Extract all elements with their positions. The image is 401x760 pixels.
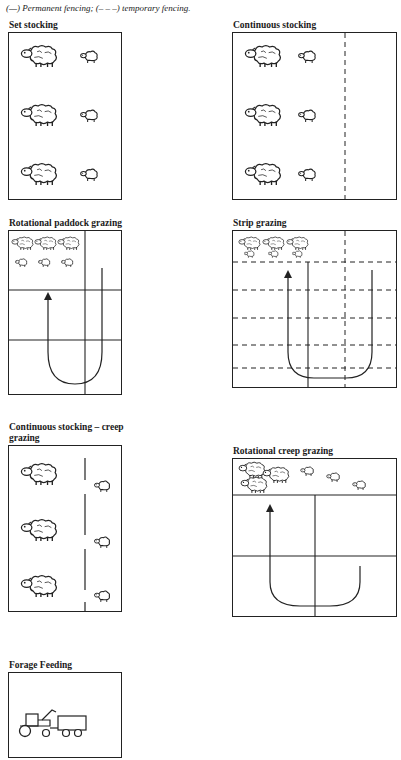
grazing-panel: Continuous stocking	[232, 32, 397, 200]
set-stocking-flock	[21, 46, 97, 185]
strip-grazing-layout	[233, 231, 396, 387]
ewe-icon	[58, 237, 79, 250]
lamb-icon	[81, 110, 97, 122]
permanent-fence	[314, 495, 315, 616]
tractor-wheel	[20, 726, 31, 737]
permanent-fence	[307, 262, 308, 387]
lamb-icon	[299, 110, 315, 122]
lamb-icon	[94, 591, 109, 602]
lamb-icon	[327, 473, 340, 482]
lamb-icon	[299, 51, 315, 63]
panel-heading: Continuous stocking	[233, 20, 393, 31]
trailer-wheel	[63, 730, 70, 737]
lamb-icon	[353, 481, 366, 490]
ewe-icon	[21, 464, 56, 485]
permanent-fence	[9, 289, 121, 290]
ewe-icon	[245, 46, 280, 67]
panel-heading: Rotational creep grazing	[233, 446, 393, 457]
tractor-and-trailer	[20, 710, 87, 737]
lamb-icon	[268, 251, 278, 258]
ewe-icon	[241, 477, 267, 493]
rotation-arrow	[288, 270, 372, 378]
tractor-wheel	[43, 730, 50, 737]
ewe-icon	[21, 105, 56, 126]
panel-heading: Strip grazing	[233, 218, 393, 229]
ewe-icon	[35, 237, 56, 250]
temporary-fence	[345, 33, 346, 199]
permanent-fence	[84, 231, 85, 394]
ewe-icon	[245, 164, 280, 185]
panel-heading: Forage Feeding	[9, 660, 159, 671]
trailer-wheel	[75, 730, 82, 737]
lamb-icon	[61, 259, 72, 267]
temporary-fence	[233, 368, 396, 369]
ewe-icon	[245, 105, 280, 126]
ewe-icon	[21, 46, 56, 67]
lamb-icon	[292, 251, 302, 258]
creep-fence	[84, 602, 85, 611]
grazing-panel: Continuous stocking – creep grazing	[8, 445, 122, 612]
ewe-icon	[239, 462, 265, 478]
lamb-icon	[299, 169, 315, 181]
panel-heading: Rotational paddock grazing	[9, 218, 209, 229]
grazing-panel: Strip grazing	[232, 230, 397, 388]
lamb-icon	[301, 467, 314, 476]
panel-heading: Set stocking	[9, 20, 159, 31]
lamb-icon	[15, 259, 26, 267]
lamb-icon	[94, 481, 109, 492]
grazing-panel: Rotational paddock grazing	[8, 230, 122, 395]
rotation-arrow	[270, 508, 360, 606]
ewe-icon	[239, 237, 260, 250]
ewe-icon	[287, 237, 308, 250]
permanent-fence	[9, 339, 121, 340]
rotational-creep-layout	[233, 462, 396, 616]
lamb-icon	[81, 169, 97, 181]
tow-bar	[50, 727, 58, 728]
creep-fence	[84, 458, 85, 480]
ewe-icon	[263, 237, 284, 250]
ewe-icon	[21, 520, 56, 541]
creep-grazing-layout	[21, 458, 109, 611]
panel-heading: Continuous stocking – creep grazing	[9, 422, 127, 444]
temporary-fence	[233, 262, 396, 263]
lamb-icon	[81, 51, 97, 63]
tractor-cab	[26, 714, 38, 726]
ewe-icon	[21, 164, 56, 185]
ewe-icon	[21, 576, 56, 597]
creep-fence	[84, 549, 85, 590]
lamb-icon	[244, 251, 254, 258]
temporary-fence	[345, 231, 346, 387]
grazing-panel: Rotational creep grazing	[232, 458, 397, 617]
creep-fence	[84, 494, 85, 535]
trailer	[58, 716, 86, 730]
fencing-key-note: (—) Permanent fencing; (– – –) temporary…	[6, 3, 190, 13]
grazing-panel: Set stocking	[8, 32, 122, 200]
lamb-icon	[94, 537, 109, 548]
ewe-icon	[263, 467, 289, 483]
rotation-arrow	[48, 268, 102, 384]
lamb-icon	[38, 259, 49, 267]
ewe-icon	[12, 237, 33, 250]
grazing-panel: Forage Feeding	[8, 672, 122, 758]
continuous-stocking-flock	[245, 33, 345, 199]
rotational-paddock-layout	[9, 231, 121, 394]
forage-harvester	[42, 710, 56, 720]
